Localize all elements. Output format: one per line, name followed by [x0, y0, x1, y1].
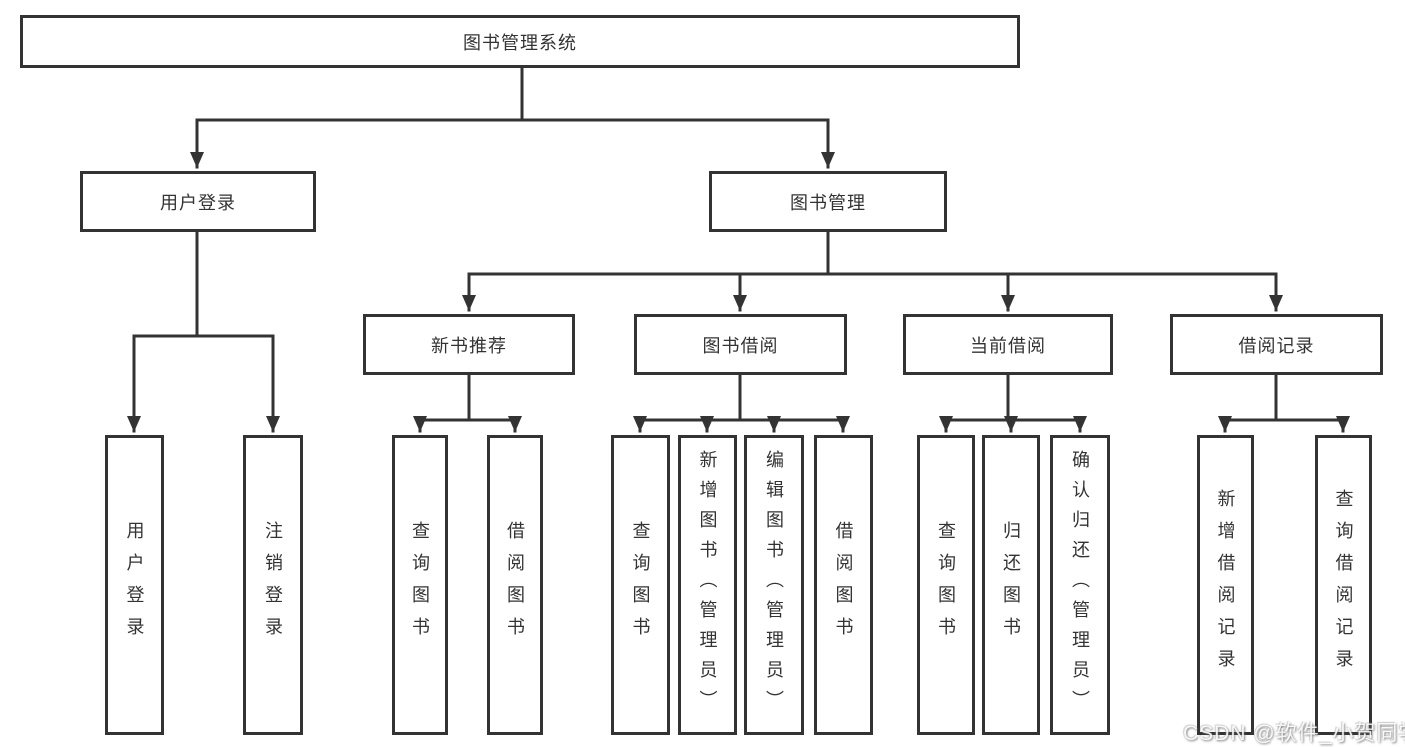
node-add-books-admin: 新增图书（管理员） — [678, 435, 737, 735]
node-query-books-recommend: 查询图书 — [392, 435, 448, 735]
node-label: 新书推荐 — [431, 335, 507, 356]
node-return-books: 归还图书 — [982, 435, 1040, 735]
node-label: 确认归还（管理员） — [1070, 450, 1090, 720]
node-user-login-leaf: 用户登录 — [105, 435, 164, 735]
node-new-book-recommendation: 新书推荐 — [363, 314, 575, 375]
node-label: 借阅图书 — [505, 521, 525, 649]
node-borrow-books-borrowing: 借阅图书 — [814, 435, 873, 735]
node-label: 查询图书 — [936, 521, 956, 649]
csdn-watermark: CSDN @软件_小贺同学 — [1183, 722, 1405, 745]
node-label: 新增借阅记录 — [1215, 489, 1236, 681]
node-borrowing-records: 借阅记录 — [1170, 314, 1383, 375]
node-label: 归还图书 — [1001, 521, 1021, 649]
node-label: 图书借阅 — [702, 335, 779, 356]
node-borrow-books-recommend: 借阅图书 — [487, 435, 543, 735]
node-add-borrow-record: 新增借阅记录 — [1197, 435, 1254, 735]
node-query-books-current: 查询图书 — [917, 435, 975, 735]
node-label: 借阅记录 — [1238, 335, 1315, 356]
node-label: 图书管理 — [790, 192, 866, 213]
node-book-management: 图书管理 — [709, 171, 947, 232]
node-label: 用户登录 — [124, 521, 145, 649]
node-label: 查询图书 — [410, 521, 430, 649]
node-confirm-return-admin: 确认归还（管理员） — [1050, 435, 1110, 735]
node-query-books-borrowing: 查询图书 — [611, 435, 670, 735]
node-label: 借阅图书 — [833, 521, 854, 649]
node-book-borrowing: 图书借阅 — [634, 314, 847, 375]
node-library-management-system: 图书管理系统 — [20, 15, 1020, 68]
node-current-borrowing: 当前借阅 — [903, 314, 1113, 375]
node-query-borrow-record: 查询借阅记录 — [1315, 435, 1372, 735]
node-label: 当前借阅 — [970, 335, 1046, 356]
node-label: 查询借阅记录 — [1333, 489, 1354, 681]
node-label: 编辑图书（管理员） — [764, 450, 784, 720]
node-label: 新增图书（管理员） — [697, 450, 718, 720]
node-label: 用户登录 — [160, 192, 236, 213]
node-logout: 注销登录 — [243, 435, 303, 735]
node-user-login: 用户登录 — [80, 171, 316, 232]
node-label: 图书管理系统 — [463, 32, 577, 53]
node-edit-books-admin: 编辑图书（管理员） — [744, 435, 804, 735]
node-label: 注销登录 — [263, 521, 283, 649]
node-label: 查询图书 — [630, 521, 651, 649]
